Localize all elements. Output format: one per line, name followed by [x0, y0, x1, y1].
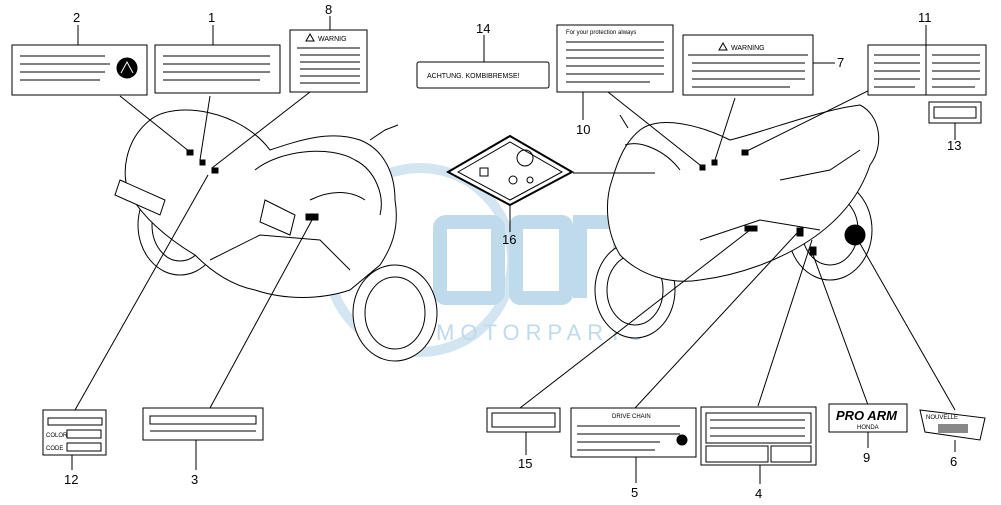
label-10-notice: For your protection always [556, 24, 674, 93]
pro-arm-text: PRO ARM [836, 408, 898, 423]
label-9-pro-arm: PRO ARM HONDA [828, 403, 908, 433]
callout-4: 4 [755, 486, 762, 501]
callout-12: 12 [64, 472, 78, 487]
callout-7: 7 [837, 55, 844, 70]
label-2-honda-emblem [11, 44, 148, 96]
label-6-nouvelle: NOUVELLE [919, 409, 986, 441]
notice-10-text: For your protection always [566, 30, 636, 36]
warning-8-text: WARNIG [318, 36, 347, 43]
code-text: CODE [46, 446, 63, 452]
callout-9: 9 [863, 450, 870, 465]
callout-8: 8 [325, 2, 332, 17]
label-16-diamond [445, 134, 575, 207]
honda-text: HONDA [857, 425, 879, 431]
leader-lines [71, 16, 956, 484]
label-14-notice: ACHTUNG. KOMBIBREMSE! [416, 61, 550, 89]
callout-11: 11 [918, 10, 932, 25]
label-11 [867, 44, 987, 96]
notice-14-text: ACHTUNG. KOMBIBREMSE! [427, 73, 520, 80]
label-15 [486, 407, 561, 433]
callout-15: 15 [518, 456, 532, 471]
label-7-warning: WARNING [682, 34, 814, 96]
nouvelle-text: NOUVELLE [926, 415, 958, 421]
callout-16: 16 [502, 232, 516, 247]
color-text: COLOR [46, 433, 68, 439]
label-12-color-code: COLOR CODE [42, 409, 107, 456]
callout-13: 13 [947, 138, 961, 153]
callout-14: 14 [476, 21, 490, 36]
label-5-drive-chain: DRIVE CHAIN [570, 407, 697, 458]
label-4 [700, 406, 817, 466]
label-13 [928, 101, 982, 124]
left-motorcycle-illustration [114, 109, 438, 362]
callout-10: 10 [576, 122, 590, 137]
warning-7-text: WARNING [731, 45, 765, 52]
drive-chain-text: DRIVE CHAIN [612, 414, 651, 420]
label-8-warning: WARNIG [289, 29, 368, 93]
label-3 [142, 407, 264, 441]
callout-6: 6 [950, 454, 957, 469]
right-motorcycle-illustration [594, 104, 880, 339]
callout-3: 3 [191, 472, 198, 487]
label-1 [154, 44, 281, 94]
callout-5: 5 [631, 485, 638, 500]
callout-1: 1 [208, 10, 215, 25]
callout-2: 2 [73, 10, 80, 25]
callout-numbers: 1 2 3 4 5 6 7 8 9 10 11 12 13 14 15 16 [64, 2, 961, 501]
